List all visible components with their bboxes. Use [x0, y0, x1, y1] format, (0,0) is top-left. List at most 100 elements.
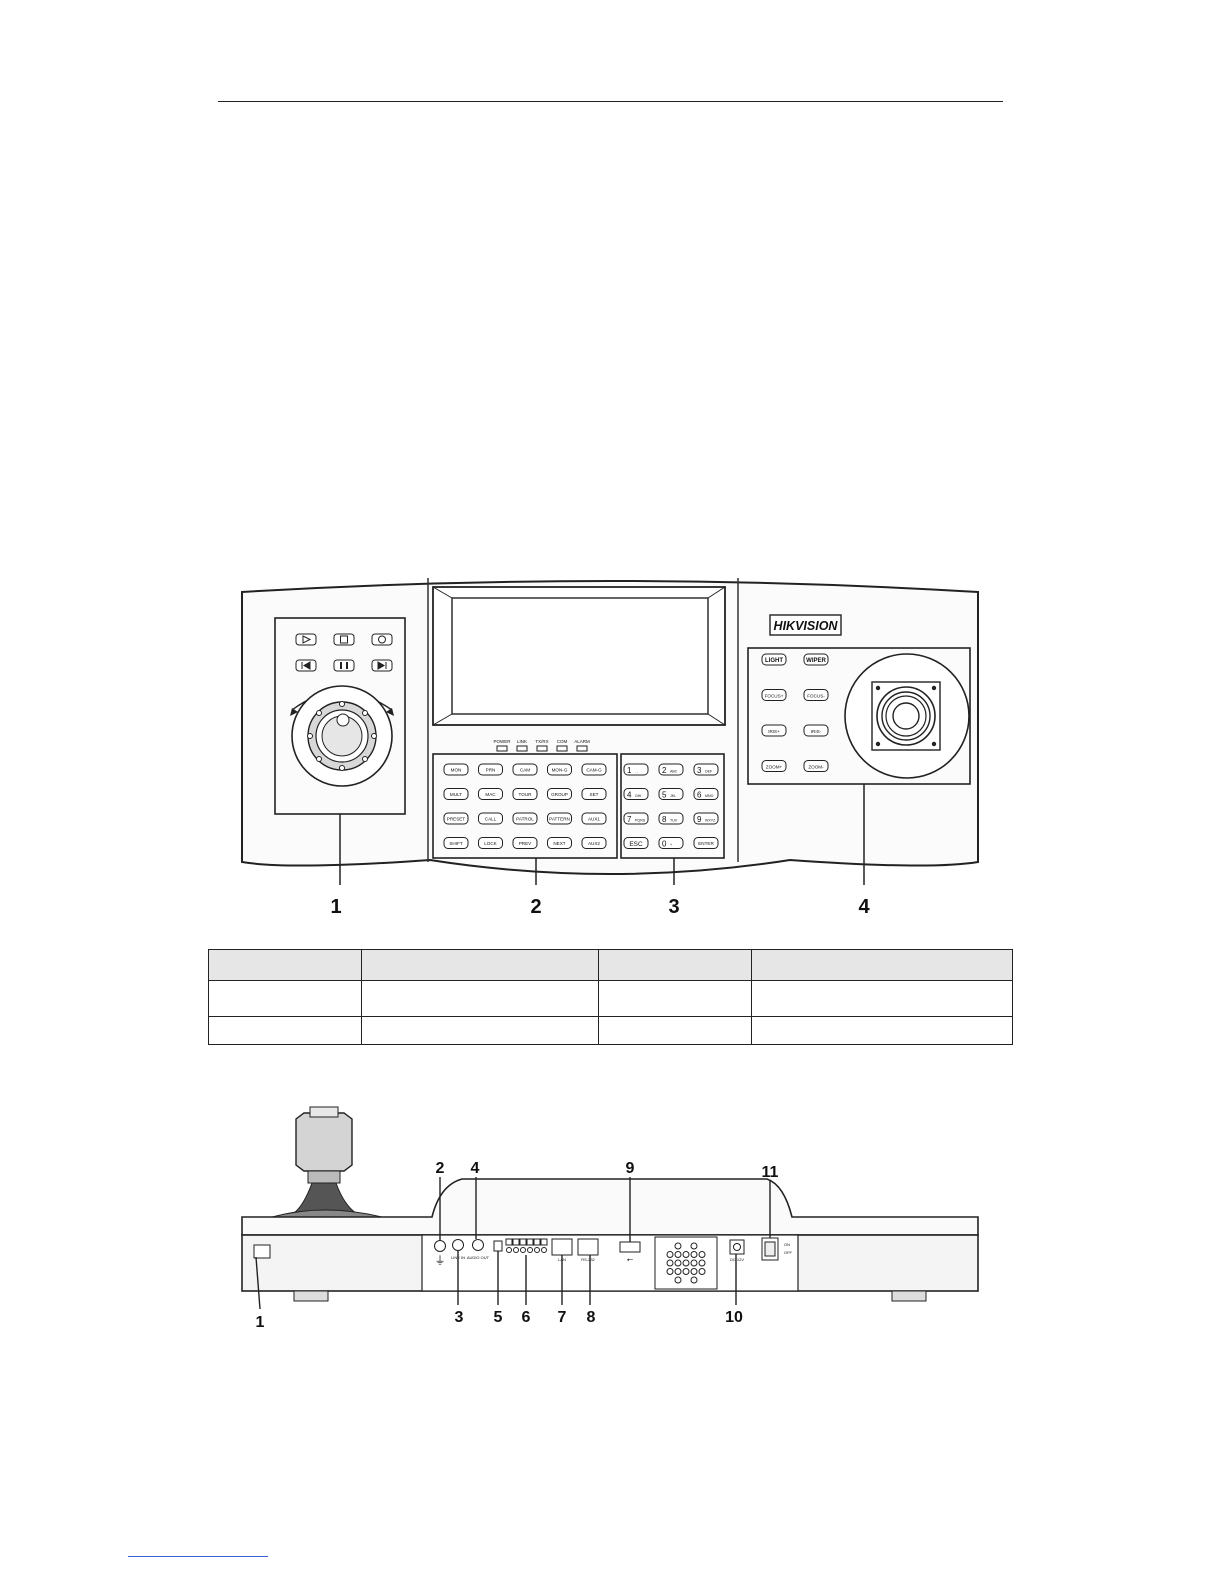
rs232-label: RS-232 [581, 1257, 595, 1262]
function-key[interactable]: NEXT [547, 837, 572, 849]
terminal-hole[interactable] [506, 1247, 512, 1253]
function-key[interactable]: AUX1 [581, 812, 607, 825]
terminal-screw [512, 1238, 520, 1246]
ptz-key-label: IRIS+ [768, 729, 780, 734]
function-key[interactable]: MON-G [547, 763, 572, 776]
ptz-key[interactable]: LIGHT [761, 653, 787, 666]
terminal-hole[interactable] [541, 1247, 547, 1253]
numeric-key[interactable]: 1. , [623, 763, 649, 776]
function-key-label: CALL [485, 817, 497, 822]
numeric-key[interactable]: 0+ [658, 837, 684, 849]
speaker-hole [674, 1242, 682, 1250]
ptz-key[interactable]: WIPER [803, 653, 829, 666]
rear-panel-drawing: ⏚ LINE IN AUDIO OUT LAN RS-232 ⭠ DC 12V … [241, 1106, 979, 1330]
function-key[interactable]: TOUR [512, 788, 538, 800]
callout-11: 11 [762, 1164, 779, 1181]
function-key[interactable]: PATTERN [547, 812, 572, 825]
numeric-key-letters: GHI [635, 794, 641, 798]
function-key[interactable]: PATROL [512, 812, 538, 825]
callout-1: 1 [330, 896, 341, 918]
arrow-left-icon [290, 708, 298, 716]
function-key[interactable]: SET [581, 788, 607, 800]
indicator-label: POWER [493, 739, 511, 744]
callout-8: 8 [587, 1309, 596, 1326]
ptz-key-label: FOCUS- [807, 693, 825, 698]
function-key[interactable]: MULT [443, 788, 469, 800]
terminal-hole[interactable] [513, 1247, 519, 1253]
function-key[interactable]: SHIFT [443, 837, 469, 849]
rs232-port[interactable] [577, 1238, 599, 1256]
terminal-screw [540, 1238, 548, 1246]
terminal-hole[interactable] [520, 1247, 526, 1253]
jog-shuttle-dial[interactable] [291, 685, 393, 787]
table-header-row [208, 949, 1013, 981]
function-key[interactable]: PRN [478, 763, 503, 776]
function-key[interactable]: GROUP [547, 788, 572, 800]
speaker-hole [682, 1259, 690, 1267]
table-cell [361, 949, 599, 981]
speaker-hole [666, 1251, 674, 1258]
numeric-key[interactable]: ENTER [693, 837, 719, 849]
ptz-key[interactable]: FOCUS- [803, 689, 829, 701]
dc-power-jack-center [733, 1243, 741, 1251]
function-key[interactable]: PREV [512, 837, 538, 849]
header-rule [218, 101, 1003, 102]
function-key[interactable]: PRESET [443, 812, 469, 825]
ground-terminal[interactable] [434, 1240, 446, 1252]
ptz-key[interactable]: ZOOM- [803, 760, 829, 772]
terminal-hole[interactable] [527, 1247, 533, 1253]
ptz-key[interactable]: FOCUS+ [761, 689, 787, 701]
speaker-hole [682, 1268, 690, 1275]
callout-1: 1 [256, 1314, 265, 1330]
function-key[interactable]: CAM [512, 763, 538, 776]
function-key[interactable]: CALL [478, 812, 503, 825]
indicator-led [516, 745, 528, 752]
alarm-terminal-block [505, 1238, 548, 1253]
switch-off-label: OFF [784, 1250, 793, 1255]
numeric-key[interactable]: ESC [623, 837, 649, 849]
terminal-hole[interactable] [534, 1247, 540, 1253]
numeric-key-letters: PQRS [635, 819, 646, 823]
function-key[interactable]: MON [443, 763, 469, 776]
function-key-label: PATROL [516, 817, 534, 822]
function-key[interactable]: CAM-G [581, 763, 607, 776]
ptz-key[interactable]: IRIS- [803, 724, 829, 737]
ptz-key[interactable]: ZOOM+ [761, 760, 787, 772]
lan-port[interactable] [551, 1238, 573, 1256]
callout-4: 4 [858, 896, 870, 918]
record-button[interactable] [371, 633, 393, 646]
function-key[interactable]: LOCK [478, 837, 503, 849]
function-key[interactable]: AUX2 [581, 837, 607, 849]
function-key[interactable]: MAC [478, 788, 503, 800]
stop-button[interactable] [333, 633, 355, 646]
table-cell [751, 980, 1013, 1017]
play-button[interactable] [295, 633, 317, 646]
usb-port[interactable] [619, 1241, 641, 1253]
ptz-key[interactable]: IRIS+ [761, 724, 787, 737]
numeric-key-letters: JKL [670, 794, 676, 798]
spec-table [208, 949, 1013, 1045]
indicator-led [556, 745, 568, 752]
line-in-port[interactable] [452, 1239, 464, 1251]
ptz-joystick[interactable] [844, 653, 970, 779]
speaker-hole [666, 1268, 674, 1275]
audio-out-port[interactable] [472, 1239, 484, 1251]
speaker-hole [666, 1259, 674, 1267]
pause-button[interactable] [333, 659, 355, 672]
table-row [208, 980, 1013, 1017]
function-key-group [432, 753, 618, 859]
numeric-key-letters: DEF [705, 770, 713, 774]
function-key-label: PRN [486, 768, 496, 773]
table-cell [208, 949, 362, 981]
dip-switch[interactable] [493, 1240, 503, 1252]
ptz-keys: LIGHT WIPER FOCUS+ FOCUS- IRIS+ IRIS- ZOOM+ ZOO… [761, 653, 829, 772]
table-cell [208, 1016, 362, 1045]
